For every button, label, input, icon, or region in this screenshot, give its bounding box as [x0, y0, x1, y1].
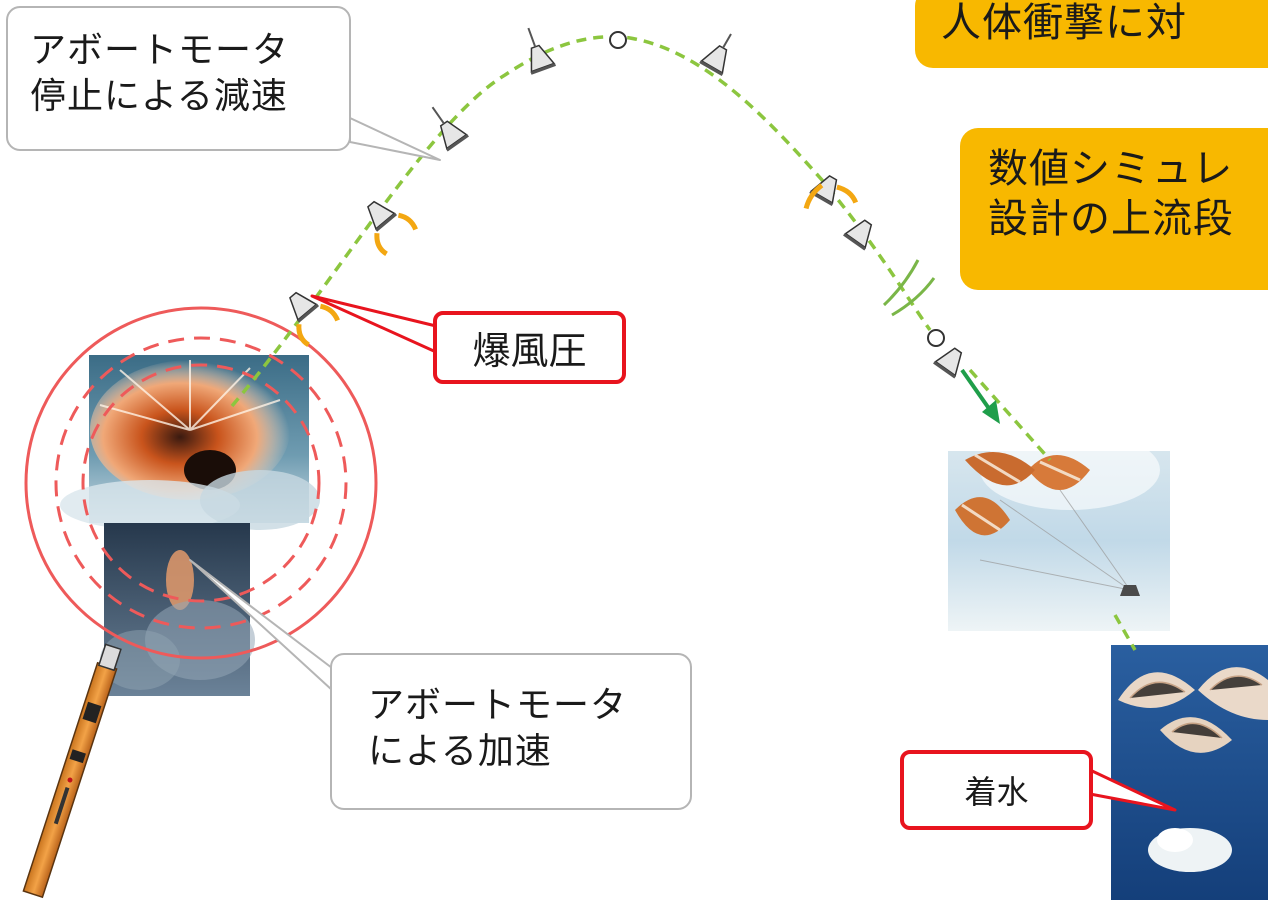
abort-stop-callout-line1: アボートモータ [30, 30, 290, 71]
splashdown-photo [1111, 645, 1268, 900]
abort-stop-callout-tail [349, 117, 441, 161]
simulation-banner-line1: 数値シミュレ [988, 146, 1234, 192]
abort-stop-callout: アボートモータ 停止による減速 [6, 6, 351, 151]
blast-hazard-zone [24, 306, 378, 660]
blast-callout-tail [310, 294, 438, 354]
abort-smoke-photo [100, 523, 255, 696]
capsule-icon [282, 286, 340, 348]
capsule-icon [522, 27, 557, 76]
abort-accel-callout-line1: アボートモータ [368, 685, 628, 726]
blast-pressure-label: 爆風圧 [472, 329, 587, 373]
capsule-icon [698, 33, 736, 77]
parachute-deploy-marker-icon [927, 329, 945, 347]
blast-pressure-callout: 爆風圧 [433, 311, 626, 384]
capsule-icon [431, 106, 470, 153]
impact-banner-text: 人体衝撃に対 [941, 0, 1187, 46]
abort-accel-callout-line2: による加速 [368, 731, 552, 772]
abort-accel-callout: アボートモータ による加速 [330, 653, 692, 810]
impact-banner: 人体衝撃に対 [915, 0, 1268, 68]
capsule-icon [360, 195, 418, 257]
launch-rocket-icon [22, 643, 122, 899]
apex-marker-icon [609, 31, 627, 49]
descent-arrow [960, 368, 1000, 424]
splashdown-label: 着水 [964, 773, 1029, 811]
abort-stop-callout-line2: 停止による減速 [30, 76, 288, 117]
splashdown-callout: 着水 [900, 750, 1093, 830]
descent-trajectory-path [968, 368, 1137, 651]
capsule-icon [803, 170, 859, 210]
simulation-banner-line2: 設計の上流段 [988, 196, 1234, 242]
break-mark-icon [882, 259, 936, 317]
parachute-descent-photo [948, 430, 1170, 631]
explosion-photo [60, 355, 320, 530]
simulation-banner: 数値シミュレ 設計の上流段 [960, 128, 1268, 290]
